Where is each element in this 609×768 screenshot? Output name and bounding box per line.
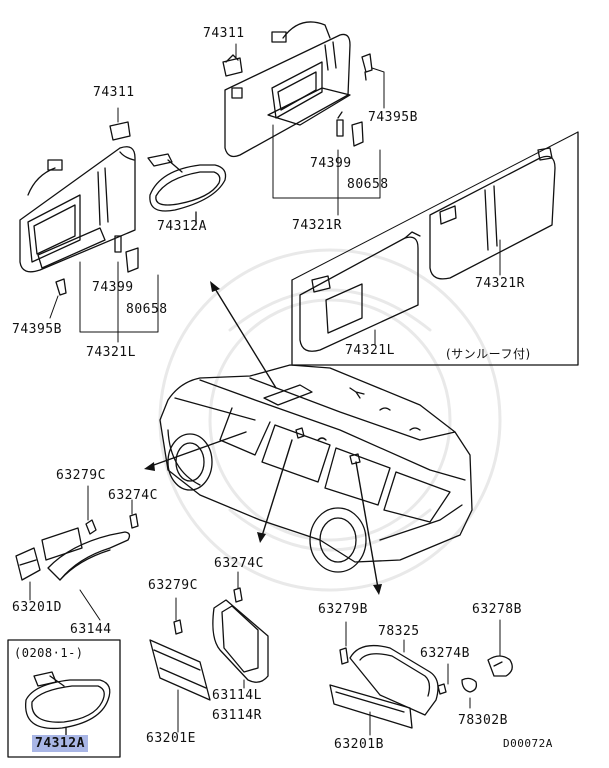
part-label-74311-right: 74311 xyxy=(203,26,245,41)
part-label-74311-left: 74311 xyxy=(93,85,135,100)
diagram-id: D00072A xyxy=(503,737,553,750)
clip-74399-right xyxy=(336,111,344,137)
sunroof-inset xyxy=(291,131,579,366)
part-label-74395b-left: 74395B xyxy=(12,322,62,337)
assist-grip-left xyxy=(15,513,139,581)
part-label-63279c-mid: 63279C xyxy=(148,578,198,593)
part-label-63144: 63144 xyxy=(70,622,112,637)
part-label-74399-left: 74399 xyxy=(92,280,134,295)
part-label-80658-right: 80658 xyxy=(347,177,389,192)
part-label-74395b-right: 74395B xyxy=(368,110,418,125)
part-label-63114r: 63114R xyxy=(212,708,262,723)
part-label-63201e: 63201E xyxy=(146,731,196,746)
part-label-74312a-highlighted: 74312A xyxy=(32,735,88,752)
rearview-mirror-mid xyxy=(147,153,227,226)
mirror-inset-box xyxy=(7,639,121,758)
pointer-arrows xyxy=(150,286,379,589)
part-label-63279c-left: 63279C xyxy=(56,468,106,483)
arrow-heads xyxy=(144,281,382,595)
leader-lines-right-top xyxy=(235,43,385,216)
part-label-74399-right: 74399 xyxy=(310,156,352,171)
part-label-63274c-left: 63274C xyxy=(108,488,158,503)
part-label-74321l-sunroof: 74321L xyxy=(345,343,395,358)
clip-80658-left xyxy=(125,247,139,273)
clip-74399-left xyxy=(114,235,122,253)
part-label-80658-left: 80658 xyxy=(126,302,168,317)
date-code-label: (0208·1-) xyxy=(14,646,84,660)
part-label-63279b: 63279B xyxy=(318,602,368,617)
assist-grip-mid xyxy=(149,587,269,701)
leader-lines-grip-mid xyxy=(175,571,245,733)
part-label-78302b: 78302B xyxy=(458,713,508,728)
part-label-74321r-top: 74321R xyxy=(292,218,342,233)
leader-lines-grip-left xyxy=(29,485,133,621)
leader-lines-left xyxy=(49,107,159,343)
part-label-74321r-sunroof: 74321R xyxy=(475,276,525,291)
part-label-63201b: 63201B xyxy=(334,737,384,752)
part-label-74321l-left: 74321L xyxy=(86,345,136,360)
part-label-63201d: 63201D xyxy=(12,600,62,615)
part-label-63274b: 63274B xyxy=(420,646,470,661)
part-label-63278b: 63278B xyxy=(472,602,522,617)
assist-grip-right xyxy=(329,644,513,729)
sunroof-note: (サンルーフ付) xyxy=(446,347,531,361)
part-label-78325: 78325 xyxy=(378,624,420,639)
part-label-63274c-mid: 63274C xyxy=(214,556,264,571)
part-label-63114l: 63114L xyxy=(212,688,262,703)
leader-lines-grip-right xyxy=(345,619,501,736)
leader-lines-sunroof xyxy=(374,239,501,346)
sun-visor-left xyxy=(19,121,136,296)
part-label-74312a-mid: 74312A xyxy=(157,219,207,234)
vehicle-body xyxy=(159,364,473,573)
watermark-emblem xyxy=(158,248,502,592)
sun-visor-right-top xyxy=(222,21,373,158)
clip-80658-right xyxy=(351,121,364,147)
